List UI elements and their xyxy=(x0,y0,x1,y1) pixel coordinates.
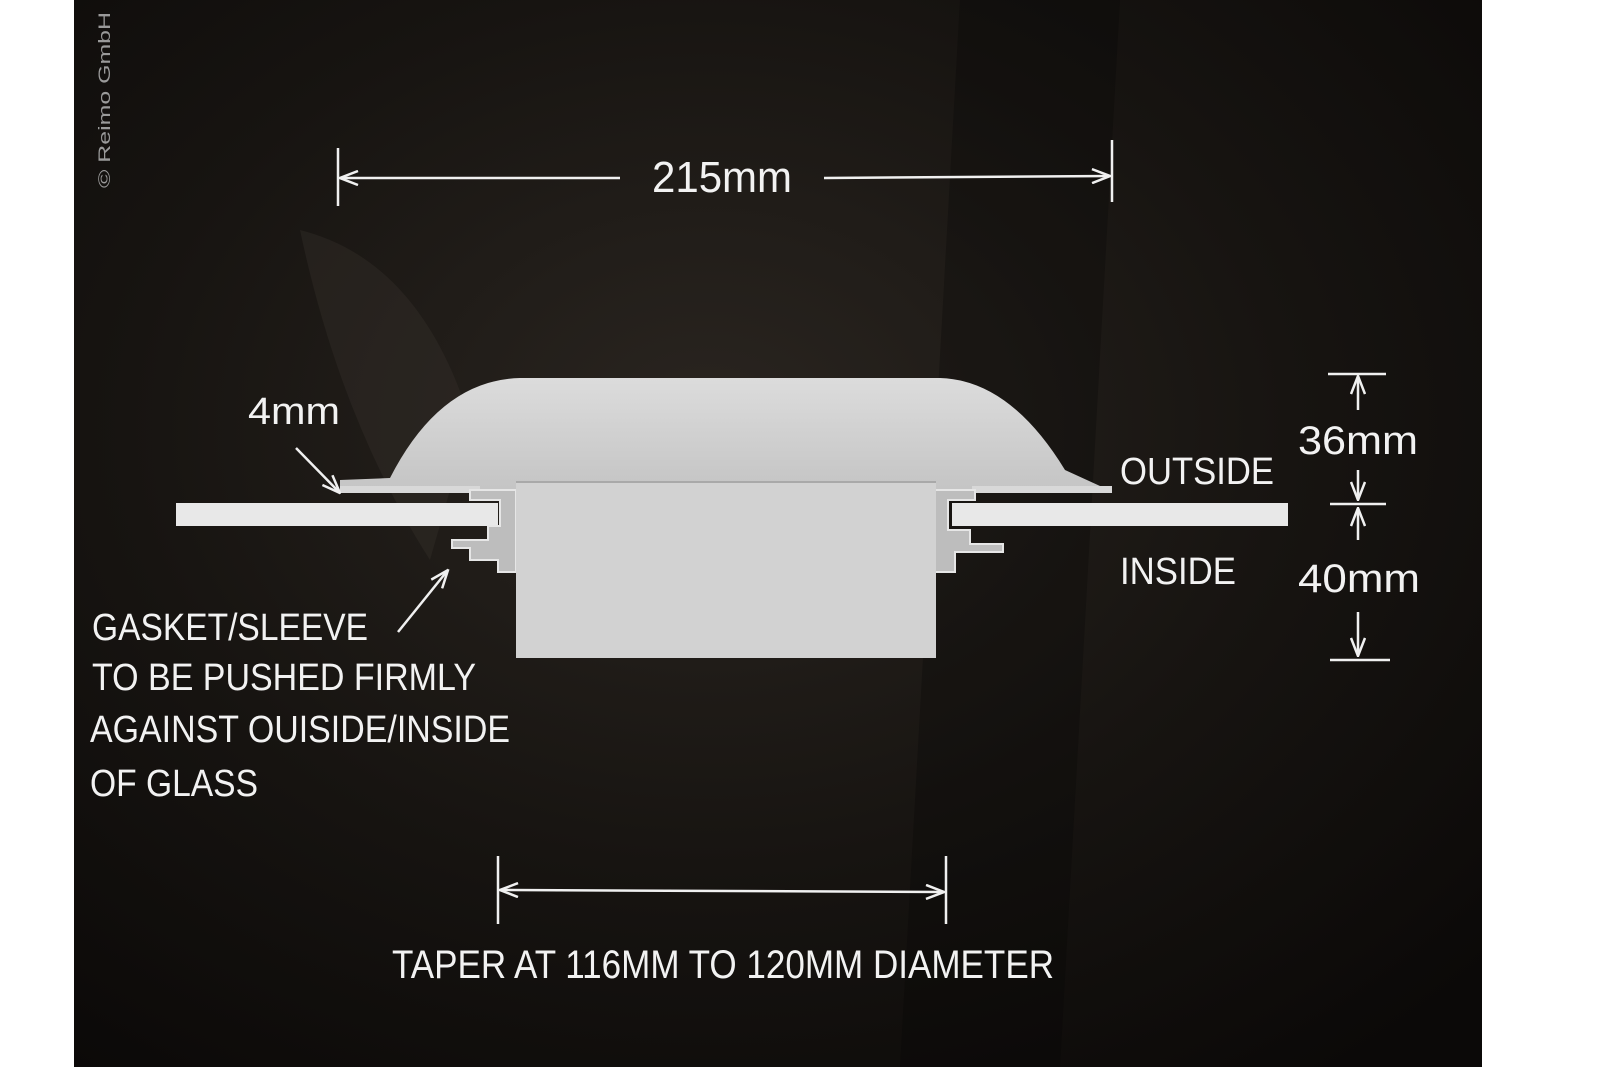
glass-pane-right xyxy=(952,503,1288,526)
shadow-streak xyxy=(900,0,1120,1067)
gasket-note-line-1: GASKET/SLEEVE xyxy=(92,607,368,649)
dimension-215-arrow-right xyxy=(823,176,1110,178)
sleeve-right xyxy=(934,489,1004,573)
outside-gasket-left xyxy=(340,486,480,493)
glass-pane-left xyxy=(176,503,498,526)
gasket-note-line-2: TO BE PUSHED FIRMLY xyxy=(92,657,476,699)
outside-height-label: 36mm xyxy=(1298,419,1418,463)
taper-label: TAPER AT 116MM TO 120MM DIAMETER xyxy=(392,943,1054,987)
inside-label: INSIDE xyxy=(1120,551,1236,593)
sleeve-left xyxy=(451,489,517,573)
gasket-note-line-3: AGAINST OUISIDE/INSIDE xyxy=(90,709,510,751)
taper-dimension-arrow xyxy=(500,890,944,892)
copyright-watermark: © Reimo GmbH xyxy=(95,12,114,188)
vent-dome-outside xyxy=(340,378,1100,492)
vent-inner-body xyxy=(516,482,936,658)
dimension-215-label: 215mm xyxy=(652,153,792,202)
inside-height-label: 40mm xyxy=(1298,557,1420,601)
gasket-thickness-label: 4mm xyxy=(248,391,340,433)
copyright-text: © Reimo GmbH xyxy=(95,12,114,188)
outside-label: OUTSIDE xyxy=(1120,451,1274,493)
gasket-thickness-arrow xyxy=(295,447,340,493)
gasket-note-arrow xyxy=(397,570,448,633)
outside-gasket-right xyxy=(972,486,1112,493)
gasket-note-line-4: OF GLASS xyxy=(90,763,258,805)
